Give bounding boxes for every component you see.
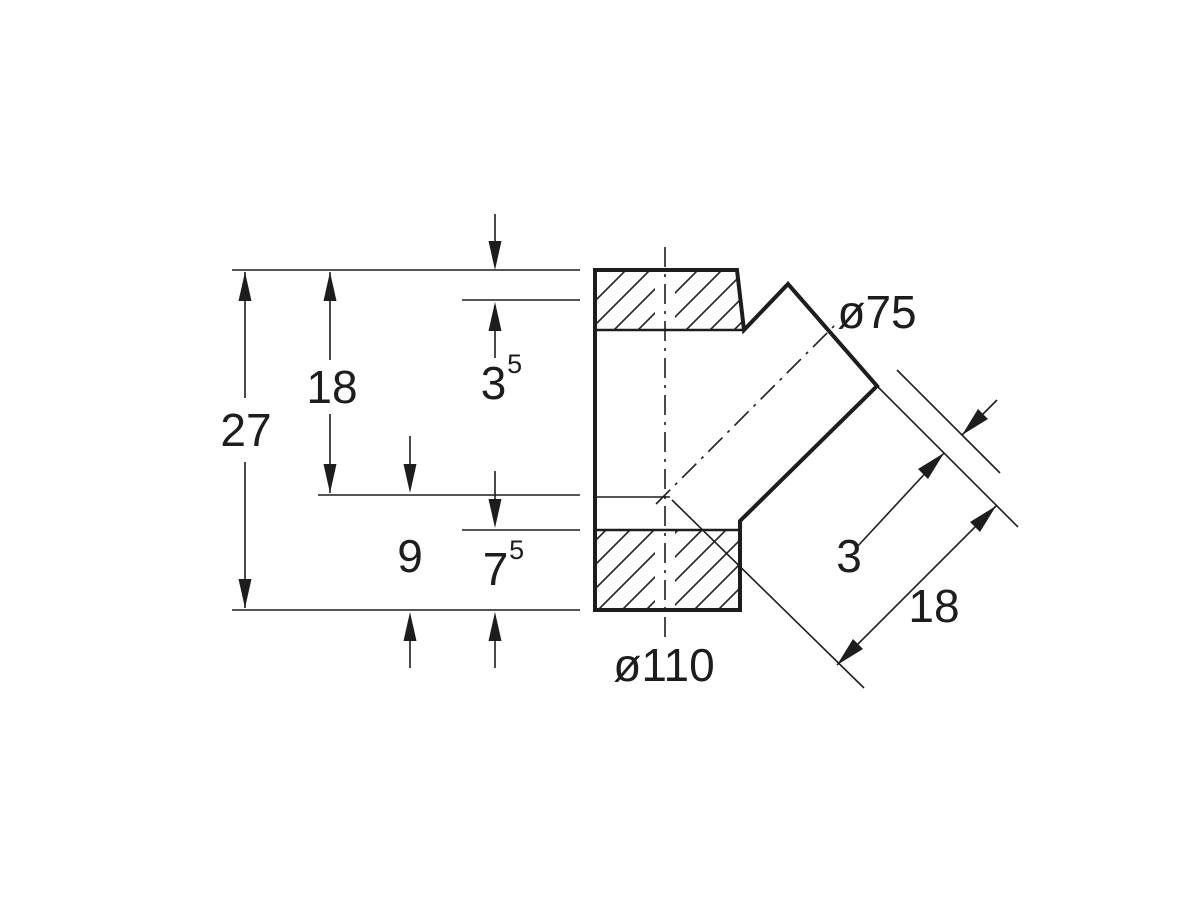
dim-label-bottom-socket-depth-base: 7 — [482, 543, 509, 595]
dim-label-bottom-socket-depth: 75 — [482, 537, 524, 595]
extension-lines — [232, 269, 1019, 689]
dimension-arrowheads — [238, 241, 996, 665]
branch-centerline — [655, 321, 839, 505]
dim-label-branch-diameter: ø75 — [837, 286, 917, 338]
dim-label-top-to-axis: 18 — [306, 361, 358, 413]
dim-label-top-socket-depth-sup: 5 — [507, 349, 523, 380]
branch-mouth-extension — [876, 385, 1019, 528]
fitting-outline — [593, 268, 880, 612]
branch-depth-extension — [671, 499, 865, 689]
dim-label-overall-height: 27 — [220, 404, 272, 456]
branch-offset-extension — [896, 369, 1001, 474]
dimension-lines — [244, 214, 998, 668]
dim-label-top-socket-depth-base: 3 — [480, 357, 507, 409]
dim-label-bottom-socket-depth-sup: 5 — [509, 535, 525, 566]
centerlines — [655, 247, 839, 640]
hatching-lower — [595, 530, 740, 610]
dim-label-axis-to-bottom: 9 — [397, 530, 423, 582]
dim-label-main-diameter: ø110 — [613, 639, 715, 691]
dim-label-branch-offset: 3 — [836, 530, 862, 582]
dim-label-top-socket-depth: 35 — [480, 351, 522, 409]
dim-label-branch-socket-depth: 18 — [908, 580, 960, 632]
